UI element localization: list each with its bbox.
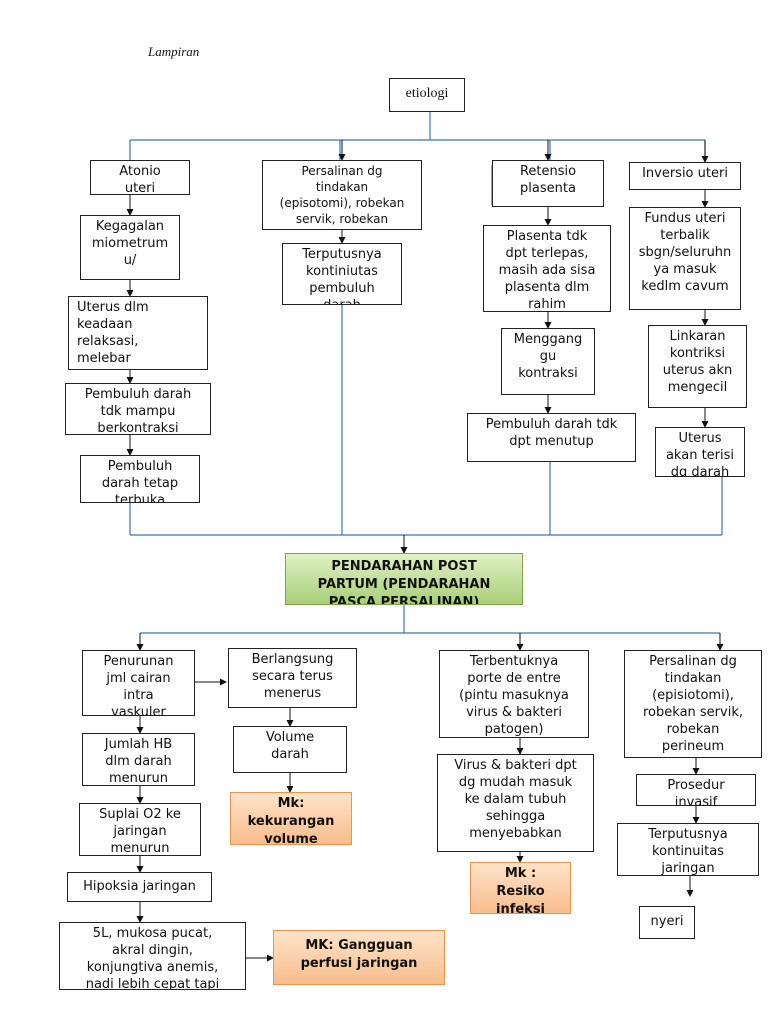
- node-atonio-uteri: Atonio uteri: [90, 160, 190, 195]
- node-nyeri: nyeri: [639, 906, 695, 939]
- node-terputusnya-kontiniutas: Terputusnya kontiniutas pembuluh darah: [282, 243, 402, 305]
- node-gejala-klinis: 5L, mukosa pucat, akral dingin, konjungt…: [59, 922, 246, 990]
- node-terputusnya-kontinuitas-jaringan: Terputusnya kontinuitas jaringan: [617, 823, 759, 876]
- node-mk-kekurangan-volume: Mk: kekurangan volume: [230, 792, 352, 845]
- node-pembuluh-tdk-menutup: Pembuluh darah tdk dpt menutup: [467, 413, 636, 462]
- node-inversio-uteri: Inversio uteri: [629, 162, 741, 190]
- node-uterus-relaksasi: Uterus dlm keadaan relaksasi, melebar: [68, 296, 208, 370]
- node-menggangu-kontraksi: Menggang gu kontraksi: [501, 328, 595, 395]
- node-prosedur-invasif: Prosedur invasif: [636, 774, 756, 806]
- node-berlangsung-terus: Berlangsung secara terus menerus: [228, 648, 357, 708]
- node-pendarahan-post-partum: PENDARAHAN POST PARTUM (PENDARAHAN PASCA…: [285, 553, 523, 605]
- node-mk-gangguan-perfusi: MK: Gangguan perfusi jaringan: [273, 930, 445, 985]
- node-plasenta-tdk-terlepas: Plasenta tdk dpt terlepas, masih ada sis…: [483, 225, 611, 312]
- node-mk-resiko-infeksi: Mk : Resiko infeksi: [470, 862, 571, 914]
- node-penurunan-cairan: Penurunan jml cairan intra vaskuler: [82, 650, 195, 716]
- node-fundus-uteri: Fundus uteri terbalik sbgn/seluruhn ya m…: [629, 207, 741, 310]
- node-virus-bakteri: Virus & bakteri dpt dg mudah masuk ke da…: [437, 754, 594, 852]
- node-volume-darah: Volume darah: [233, 726, 347, 773]
- node-retensio-plasenta: Retensio plasenta: [492, 160, 604, 207]
- node-hipoksia-jaringan: Hipoksia jaringan: [67, 872, 212, 902]
- node-kegagalan-miometrum: Kegagalan miometrum u/: [80, 215, 180, 280]
- node-pembuluh-tetap-terbuka: Pembuluh darah tetap terbuka: [80, 455, 200, 503]
- node-linkaran-kontriksi: Linkaran kontriksi uterus akn mengecil: [648, 325, 747, 408]
- node-jumlah-hb: Jumlah HB dlm darah menurun: [82, 733, 195, 786]
- node-terbentuknya-porte: Terbentuknya porte de entre (pintu masuk…: [439, 650, 589, 738]
- node-persalinan-episiotomi: Persalinan dg tindakan (episiotomi), rob…: [624, 650, 762, 758]
- node-persalinan-tindakan: Persalinan dg tindakan (episotomi), robe…: [262, 160, 422, 230]
- node-etiologi: etiologi: [389, 78, 465, 112]
- node-uterus-terisi: Uterus akan terisi dg darah: [655, 427, 745, 477]
- caption-lampiran: Lampiran: [148, 44, 200, 59]
- node-pembuluh-tdk-mampu: Pembuluh darah tdk mampu berkontraksi: [65, 383, 211, 435]
- node-suplai-o2: Suplai O2 ke jaringan menurun: [79, 803, 201, 856]
